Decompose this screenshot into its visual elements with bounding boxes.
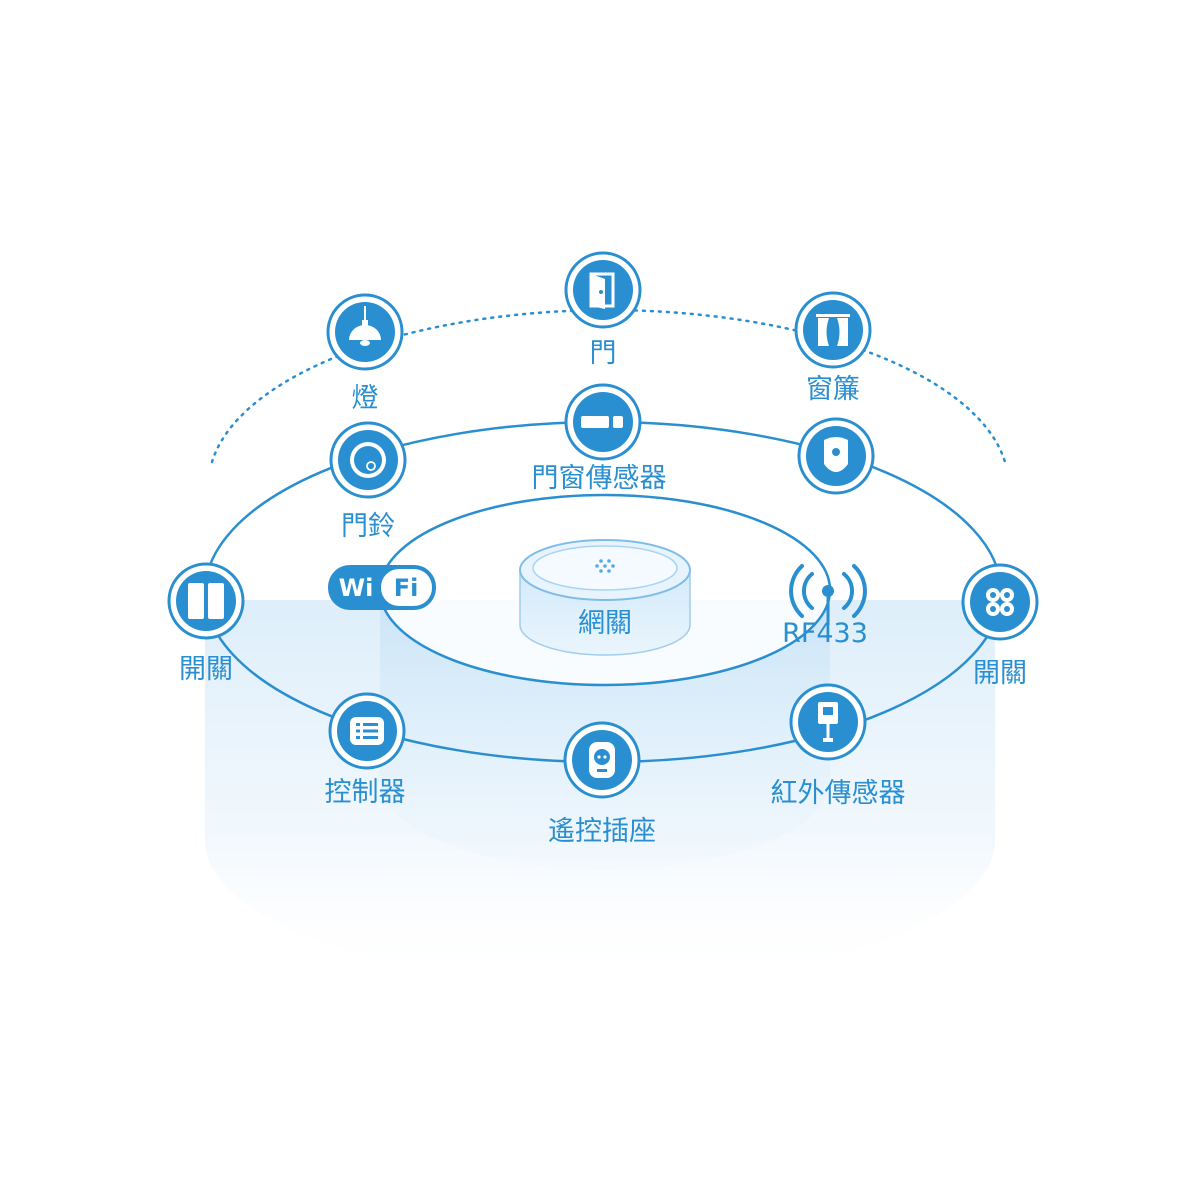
- doorbell-icon: [350, 442, 386, 478]
- door-icon: [589, 272, 615, 309]
- controller-icon: [350, 717, 384, 745]
- device-key-fob[interactable]: [797, 417, 875, 495]
- device-door[interactable]: 門: [564, 251, 642, 369]
- rf-signal: RF433: [782, 564, 868, 649]
- outer-dotted-orbit: [210, 308, 1007, 464]
- wifi-badge: Wi Fi: [328, 565, 436, 610]
- pendant-lamp-icon: [349, 306, 381, 346]
- rf-label: RF433: [782, 618, 868, 649]
- key-fob-icon: [824, 437, 848, 472]
- device-door-window-sensor[interactable]: 門窗傳感器: [532, 383, 667, 494]
- device-infrared-sensor[interactable]: 紅外傳感器: [771, 683, 906, 809]
- device-wall-switch-label: 開關: [179, 654, 233, 685]
- device-remote-socket-label: 遙控插座: [548, 816, 656, 847]
- remote-socket-icon: [589, 742, 615, 778]
- device-lamp-label: 燈: [352, 383, 379, 414]
- four-button-switch-icon: [986, 588, 1014, 616]
- device-controller-label: 控制器: [325, 777, 406, 808]
- device-doorbell[interactable]: 門鈴: [329, 421, 407, 542]
- device-curtain[interactable]: 窗簾: [794, 291, 872, 405]
- wifi-text-right: Fi: [394, 574, 419, 602]
- device-door-label: 門: [590, 338, 617, 369]
- gateway-hub: 網關: [519, 539, 691, 656]
- door-window-sensor-icon: [581, 416, 623, 428]
- device-controller[interactable]: 控制器: [325, 692, 406, 808]
- device-remote-socket[interactable]: 遙控插座: [548, 721, 656, 847]
- curtain-icon: [816, 314, 850, 346]
- hub-label: 網關: [578, 608, 632, 639]
- gateway-hub-icon: [595, 559, 615, 573]
- device-infrared-sensor-label: 紅外傳感器: [771, 778, 906, 809]
- device-lamp[interactable]: 燈: [326, 293, 404, 414]
- device-four-button-switch-label: 開關: [973, 658, 1027, 689]
- radio-wave-icon: [789, 564, 867, 618]
- device-door-window-sensor-label: 門窗傳感器: [532, 463, 667, 494]
- device-curtain-label: 窗簾: [806, 374, 860, 405]
- device-doorbell-label: 門鈴: [341, 511, 395, 542]
- wall-switch-icon: [188, 583, 224, 619]
- wifi-text-left: Wi: [339, 574, 374, 602]
- device-four-button-switch[interactable]: 開關: [961, 563, 1039, 689]
- device-wall-switch[interactable]: 開關: [167, 562, 245, 685]
- infrared-sensor-icon: [818, 702, 838, 742]
